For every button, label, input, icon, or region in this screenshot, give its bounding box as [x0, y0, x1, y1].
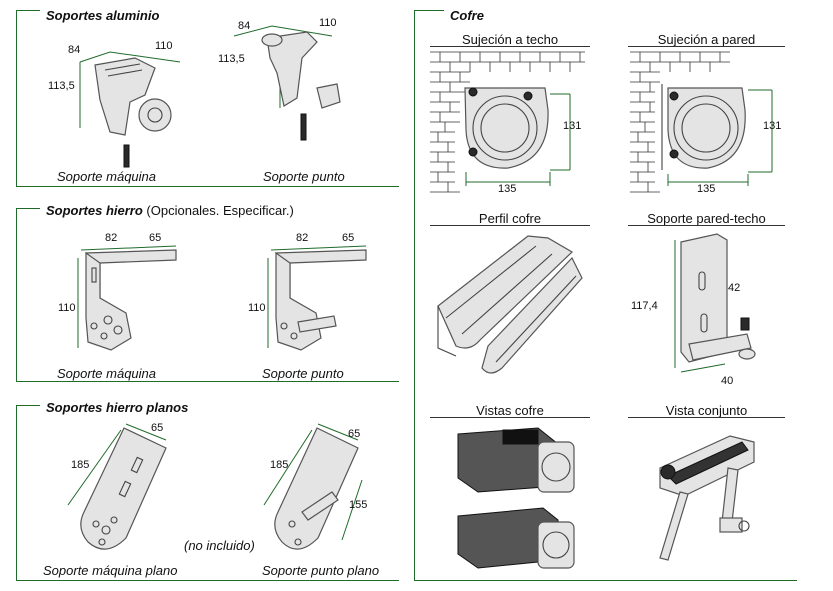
hierro-note: (Opcionales. Especificar.): [146, 203, 294, 218]
frame-cofre-top: [414, 10, 444, 11]
rule-perfil-cofre: [430, 225, 590, 226]
vista-conjunto-illustration: [659, 435, 755, 561]
vistas-cofre-illustration: [457, 427, 575, 569]
dim-pl-maq-65: 65: [151, 422, 164, 434]
dim-al-pun-113: 113,5: [218, 53, 245, 65]
hierro-maquina-illustration: [77, 245, 177, 351]
section-title-planos: Soportes hierro planos: [46, 400, 189, 415]
frame-hierro-top: [16, 208, 40, 209]
dim-hi-maq-65: 65: [149, 232, 162, 244]
section-title-hierro: Soportes hierro (Opcionales. Especificar…: [46, 203, 294, 218]
caption-pl-note: (no incluido): [184, 538, 255, 553]
dim-al-maq-113: 113,5: [48, 80, 75, 92]
dim-spt-42: 42: [728, 282, 741, 294]
heading-perfil-cofre: Perfil cofre: [478, 211, 542, 226]
dim-al-maq-84: 84: [68, 44, 81, 56]
frame-planos-top: [16, 405, 40, 406]
frame-aluminio-top: [16, 10, 40, 11]
dim-al-pun-110: 110: [319, 17, 337, 29]
dim-spt-117: 117,4: [631, 300, 658, 312]
dim-hi-pun-65: 65: [342, 232, 355, 244]
frame-hierro-vertical: [16, 208, 17, 381]
frame-cofre-bottom: [414, 580, 797, 581]
frame-planos-vertical: [16, 405, 17, 580]
heading-vistas-cofre: Vistas cofre: [476, 403, 544, 418]
caption-hi-punto: Soporte punto: [262, 366, 344, 381]
heading-vista-conjunto: Vista conjunto: [665, 403, 748, 418]
dim-al-maq-110: 110: [155, 40, 173, 52]
rule-sujecion-pared: [628, 46, 785, 47]
frame-aluminio-bottom: [16, 186, 399, 187]
rule-sujecion-techo: [430, 46, 590, 47]
dim-techo-131: 131: [563, 120, 582, 132]
frame-cofre-vertical: [414, 10, 415, 580]
dim-pared-131: 131: [763, 120, 782, 132]
heading-sujecion-techo: Sujeción a techo: [461, 32, 559, 47]
caption-pl-maquina: Soporte máquina plano: [43, 563, 178, 578]
hierro-title: Soportes hierro: [46, 203, 143, 218]
dim-spt-40: 40: [721, 375, 734, 387]
frame-hierro-bottom: [16, 381, 399, 382]
frame-aluminio-vertical: [16, 10, 17, 186]
dim-hi-maq-110: 110: [58, 302, 76, 314]
section-title-cofre: Cofre: [450, 8, 484, 23]
heading-soporte-pared-techo: Soporte pared-techo: [647, 211, 766, 226]
aluminio-maquina-illustration: [79, 51, 181, 168]
dim-pared-135: 135: [697, 183, 716, 195]
dim-hi-maq-82: 82: [105, 232, 118, 244]
caption-hi-maquina: Soporte máquina: [57, 366, 157, 381]
frame-planos-bottom: [16, 580, 399, 581]
section-title-aluminio: Soportes aluminio: [46, 8, 160, 23]
sujecion-techo-illustration: [430, 51, 585, 193]
dim-pl-pun-155: 155: [349, 499, 368, 511]
dim-techo-135: 135: [498, 183, 517, 195]
rule-vista-conjunto: [628, 417, 785, 418]
dim-pl-pun-65: 65: [348, 428, 361, 440]
soporte-pared-techo-illustration: [674, 233, 756, 373]
rule-vistas-cofre: [430, 417, 590, 418]
aluminio-punto-illustration: [233, 25, 341, 141]
dim-hi-pun-110: 110: [248, 302, 266, 314]
dim-hi-pun-82: 82: [296, 232, 309, 244]
caption-al-maquina: Soporte máquina: [57, 169, 157, 184]
planos-maquina-illustration: [67, 423, 167, 550]
sujecion-pared-illustration: [630, 51, 773, 193]
rule-soporte-pared-techo: [628, 225, 785, 226]
planos-punto-illustration: [263, 423, 363, 550]
dim-pl-maq-185: 185: [71, 459, 90, 471]
perfil-cofre-illustration: [437, 235, 583, 374]
dim-al-pun-84: 84: [238, 20, 251, 32]
caption-al-punto: Soporte punto: [263, 169, 345, 184]
dim-pl-pun-185: 185: [270, 459, 289, 471]
hierro-punto-illustration: [267, 245, 367, 351]
caption-pl-punto: Soporte punto plano: [262, 563, 380, 578]
heading-sujecion-pared: Sujeción a pared: [657, 32, 756, 47]
